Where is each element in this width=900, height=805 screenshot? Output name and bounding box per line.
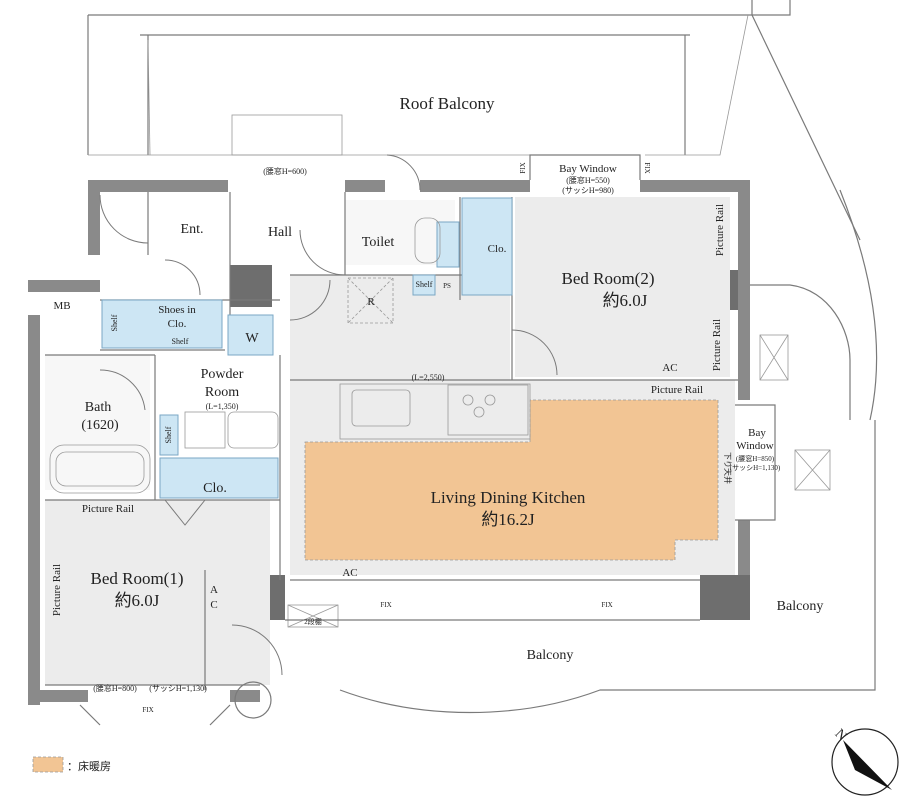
roof-balcony-label: Roof Balcony [400,94,495,113]
closet-top [461,197,513,296]
svg-text:(腰窓H=850): (腰窓H=850) [736,454,775,463]
toilet-label: Toilet [362,235,395,250]
svg-text:FIX: FIX [643,162,651,173]
svg-text:Bay: Bay [748,427,766,439]
toilet-bowl [414,217,441,264]
bay-window-top-label: Bay Window [559,163,617,175]
svg-text:Shelf: Shelf [164,426,173,443]
balcony-outline [285,284,876,714]
svg-text:R: R [367,296,375,308]
svg-text:A: A [210,584,218,596]
svg-text:Clo.: Clo. [488,243,507,255]
ldk-label: Living Dining Kitchen [431,488,586,507]
interior-partitions [45,192,738,690]
svg-text:Shelf: Shelf [416,280,433,289]
svg-text:(サッシH=980): (サッシH=980) [562,186,614,195]
roof-balcony-area [87,0,878,421]
svg-text:(腰窓H=800): (腰窓H=800) [93,683,137,693]
balcony-center-label: Balcony [527,648,574,663]
svg-text:Picture Rail: Picture Rail [651,384,703,396]
ldk-size: 約16.2J [481,510,535,529]
bathtub [49,444,151,494]
floor-heating-area [305,400,718,560]
svg-text:Window: Window [736,440,773,452]
svg-text:W: W [245,331,259,346]
svg-text:(腰窓H=550): (腰窓H=550) [566,175,610,185]
svg-text:Picture Rail: Picture Rail [714,204,726,256]
svg-text:AC: AC [342,567,357,579]
svg-text:(サッシH=1,130): (サッシH=1,130) [730,464,781,472]
svg-text:FIX: FIX [380,601,391,609]
svg-text:(L=2,550): (L=2,550) [412,373,445,382]
bedroom1-label: Bed Room(1) [90,569,183,588]
closet-mid [159,457,279,499]
room-labels: Roof Balcony Bay Window (腰窓H=550) (サッシH=… [51,94,823,714]
washer-space [227,314,274,356]
entrance-label: Ent. [181,222,204,237]
legend: ：床暖房 [32,756,111,773]
svg-text:Picture Rail: Picture Rail [711,319,723,371]
bedroom2-size: 約6.0J [603,291,648,310]
shoes-in-closet [101,299,223,349]
svg-text:AC: AC [662,362,677,374]
svg-text:Clo.: Clo. [168,318,187,330]
bedroom1-size: 約6.0J [115,591,160,610]
bedroom2-label: Bed Room(2) [561,269,654,288]
legend-label: ：床暖房 [67,759,111,773]
svg-text:Shelf: Shelf [110,314,119,331]
vanity [227,411,279,449]
bay-windows [79,154,776,726]
svg-text:Picture Rail: Picture Rail [82,503,134,515]
cooktop [447,384,529,436]
svg-text:FIX: FIX [519,162,527,173]
kitchen-counter [339,383,531,440]
doors [99,154,558,676]
svg-text:Powder: Powder [201,367,244,382]
svg-text:(1620): (1620) [81,418,119,433]
svg-text:Clo.: Clo. [203,481,227,496]
svg-text:C: C [210,599,217,611]
svg-text:FIX: FIX [601,601,612,609]
svg-text:下り天井: 下り天井 [723,452,733,484]
svg-text:Shoes in: Shoes in [158,304,196,316]
built-ins [49,197,831,628]
svg-text:Room: Room [205,385,239,400]
svg-text:(腰窓H=600): (腰窓H=600) [263,166,307,176]
sink [351,389,411,427]
svg-text:FIX: FIX [142,706,153,714]
bath-label: Bath [85,400,111,415]
svg-text:Picture Rail: Picture Rail [51,564,63,616]
balcony-right-label: Balcony [777,599,824,614]
svg-text:Shelf: Shelf [172,337,189,346]
svg-text:2段棚: 2段棚 [304,617,322,626]
shelf-powder [159,414,179,456]
svg-text:(サッシH=1,130): (サッシH=1,130) [149,684,207,693]
hall-label: Hall [268,225,292,240]
compass-icon: N [831,727,899,796]
svg-text:MB: MB [53,300,70,312]
svg-text:N: N [832,727,850,745]
floor-heating-swatch [33,757,63,772]
svg-text:(L=1,350): (L=1,350) [206,402,239,411]
svg-text:PS: PS [443,282,451,290]
